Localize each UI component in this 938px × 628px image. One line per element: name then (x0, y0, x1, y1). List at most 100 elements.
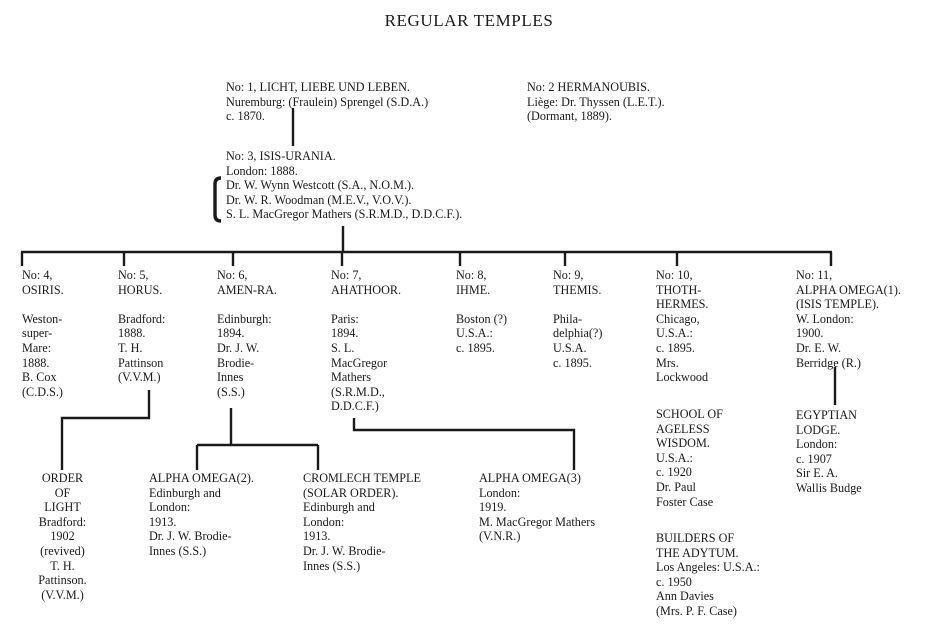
node-line: T. H. (118, 340, 143, 355)
node-line: 1894. (217, 326, 245, 341)
node-line: c. 1907 (796, 451, 832, 466)
node-line: EGYPTIAN (796, 408, 857, 422)
node-line: (V.V.M.) (118, 370, 161, 385)
node-line: S. L. MacGregor Mathers (S.R.M.D., D.D.C… (226, 207, 463, 222)
node-line: (S.S.) (217, 384, 245, 399)
node-line: AMEN-RA. (217, 282, 277, 297)
node-line: 1888. (22, 355, 50, 370)
node-line: THOTH- (656, 282, 702, 297)
temple-n3: No: 3, ISIS-URANIA.London: 1888.Dr. W. W… (226, 149, 462, 222)
temple-alpha-omega-3: ALPHA OMEGA(3)London:1919.M. MacGregor M… (479, 471, 595, 544)
node-line: No: 3, ISIS-URANIA. (226, 149, 336, 163)
temple-n7: No: 7,AHATHOOR.Paris:1894.S. L.MacGregor… (331, 268, 401, 414)
node-line: W. London: (796, 311, 854, 326)
node-line: Ann Davies (656, 589, 714, 604)
temple-n4: No: 4,OSIRIS. Weston-super-Mare:1888.B. C… (22, 268, 64, 399)
node-line: S. L. (331, 340, 355, 355)
node-line: U.S.A. (553, 340, 587, 355)
temple-cromlech: CROMLECH TEMPLE(SOLAR ORDER).Edinburgh a… (303, 471, 421, 573)
node-line (553, 297, 602, 312)
temple-n9: No: 9,THEMIS.Phila-delphia(?)U.S.A.c. 18… (553, 268, 602, 370)
node-line: 1902 (50, 529, 75, 544)
node-line: Nuremburg: (Fraulein) Sprengel (S.D.A.) (226, 94, 429, 109)
node-line: ALPHA OMEGA(1). (796, 282, 901, 297)
node-line: No: 5, (118, 268, 149, 282)
node-line: U.S.A.: (456, 326, 493, 341)
node-line: Dr. E. W. (796, 340, 842, 355)
node-line: HORUS. (118, 282, 163, 297)
node-line: delphia(?) (553, 326, 603, 341)
node-line: London: (303, 514, 345, 529)
node-line: U.S.A.: (656, 450, 693, 465)
temple-n1: No: 1, LICHT, LIEBE UND LEBEN.Nuremburg:… (226, 80, 428, 124)
node-line: Edinburgh and (303, 500, 375, 515)
node-line: Brodie- (217, 355, 255, 370)
node-line: Wallis Budge (796, 480, 862, 495)
node-line: ALPHA OMEGA(3) (479, 471, 581, 485)
page-title: REGULAR TEMPLES (384, 11, 554, 30)
node-line: BUILDERS OF (656, 531, 735, 545)
node-line: 1900. (796, 326, 824, 341)
node-line: THE ADYTUM. (656, 545, 739, 560)
node-line: Pattinson. (38, 573, 87, 588)
node-line: Edinburgh and (149, 485, 221, 500)
node-line: ALPHA OMEGA(2). (149, 471, 254, 485)
node-line: 1919. (479, 500, 507, 515)
node-line: (revived) (40, 543, 85, 558)
node-line: B. Cox (22, 370, 57, 385)
node-line: U.S.A.: (656, 326, 693, 341)
node-line (118, 297, 165, 312)
node-line: HERMES. (656, 297, 709, 312)
node-line: Paris: (331, 311, 359, 326)
node-line: Sir E. A. (796, 466, 838, 481)
temple-n11: No: 11,ALPHA OMEGA(1).(ISIS TEMPLE).W. L… (796, 268, 901, 370)
node-line: IHME. (456, 282, 491, 297)
node-line: (SOLAR ORDER). (303, 485, 399, 500)
temple-n8: No: 8,IHME.Boston (?)U.S.A.:c. 1895. (456, 268, 507, 356)
node-line: Berridge (R.) (796, 355, 861, 370)
node-line: No: 4, (22, 268, 53, 282)
temple-n2: No: 2 HERMANOUBIS.Liège: Dr. Thyssen (L.… (527, 80, 665, 124)
node-line: (V.V.M.) (41, 587, 84, 602)
node-line: D.D.C.F.) (331, 399, 379, 414)
node-line: No: 9, (553, 268, 584, 282)
node-line: 1913. (149, 514, 177, 529)
node-line: LODGE. (796, 422, 841, 437)
node-line: Dr. J. W. (217, 340, 260, 355)
founders-bracket (213, 176, 222, 223)
temple-n6: No: 6,AMEN-RA.Edinburgh:1894.Dr. J. W.Br… (217, 268, 277, 399)
node-line: Mare: (22, 340, 52, 355)
node-line: 1913. (303, 529, 331, 544)
node-line: London: (479, 485, 521, 500)
node-line: CROMLECH TEMPLE (303, 471, 421, 485)
node-line: c. 1895. (553, 355, 592, 370)
temple-n10: No: 10,THOTH-HERMES.Chicago,U.S.A.:c. 18… (656, 268, 708, 385)
node-line: T. H. (50, 558, 75, 573)
node-line: super- (22, 326, 53, 341)
node-line: OSIRIS. (22, 282, 64, 297)
node-line: Bradford: (118, 311, 166, 326)
node-line: Phila- (553, 311, 583, 326)
node-line: Mathers (331, 370, 371, 385)
node-line (22, 297, 64, 312)
node-line: No: 1, LICHT, LIEBE UND LEBEN. (226, 80, 410, 94)
node-line: (ISIS TEMPLE). (796, 297, 880, 312)
node-line: Weston- (22, 311, 63, 326)
node-line: Pattinson (118, 355, 164, 370)
node-line: No: 8, (456, 268, 487, 282)
node-line: Bradford: (38, 514, 87, 529)
node-line: London: (149, 500, 191, 515)
temple-n5: No: 5,HORUS.Bradford:1888.T. H.Pattinson… (118, 268, 165, 385)
node-line: (C.D.S.) (22, 384, 63, 399)
node-line: AGELESS (656, 421, 710, 436)
node-line: WISDOM. (656, 436, 710, 451)
node-line: Chicago, (656, 311, 700, 326)
node-line: Liège: Dr. Thyssen (L.E.T.). (527, 94, 665, 109)
node-line: OF (54, 485, 71, 500)
